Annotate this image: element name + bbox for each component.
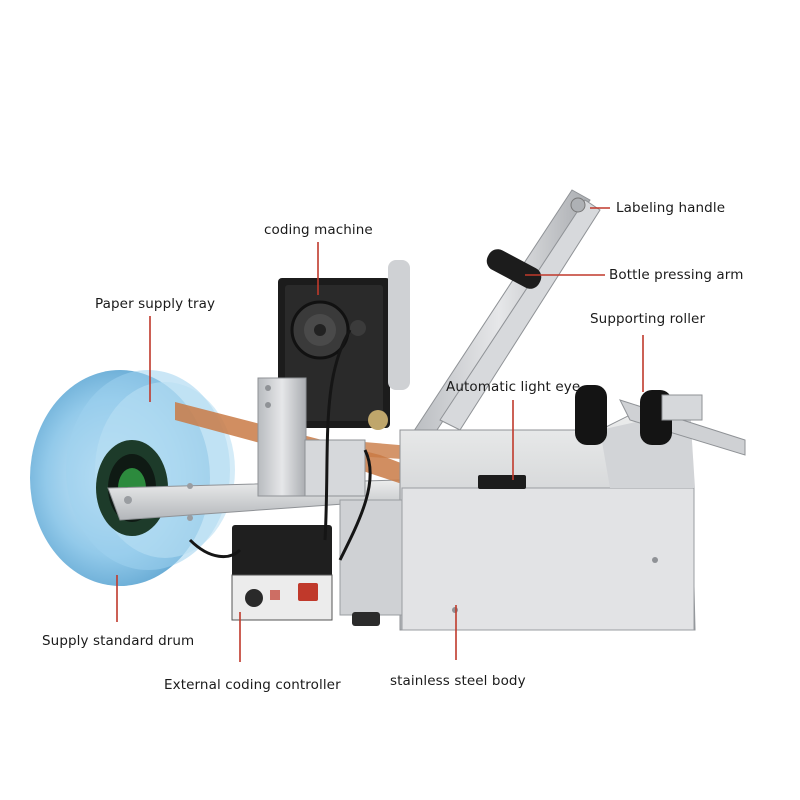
label-stainless-steel-body: stainless steel body — [390, 673, 526, 689]
label-supply-standard-drum: Supply standard drum — [42, 633, 195, 649]
label-bottle-pressing-arm: Bottle pressing arm — [609, 267, 744, 283]
label-supporting-roller: Supporting roller — [590, 311, 706, 327]
coding-bracket — [257, 377, 366, 497]
label-external-coding-controller: External coding controller — [164, 677, 341, 693]
label-automatic-light-eye: Automatic light eye — [446, 379, 581, 395]
supporting-rollers — [575, 385, 746, 456]
cables — [188, 329, 372, 561]
steel-body — [339, 409, 696, 631]
supply-drum — [30, 370, 235, 586]
label-paper-supply-tray: Paper supply tray — [95, 296, 216, 312]
label-coding-machine: coding machine — [264, 222, 373, 238]
leader-lines — [116, 207, 644, 662]
label-labeling-handle: Labeling handle — [616, 200, 726, 216]
pressing-arm — [407, 189, 601, 449]
coding-controller-box — [231, 525, 333, 621]
